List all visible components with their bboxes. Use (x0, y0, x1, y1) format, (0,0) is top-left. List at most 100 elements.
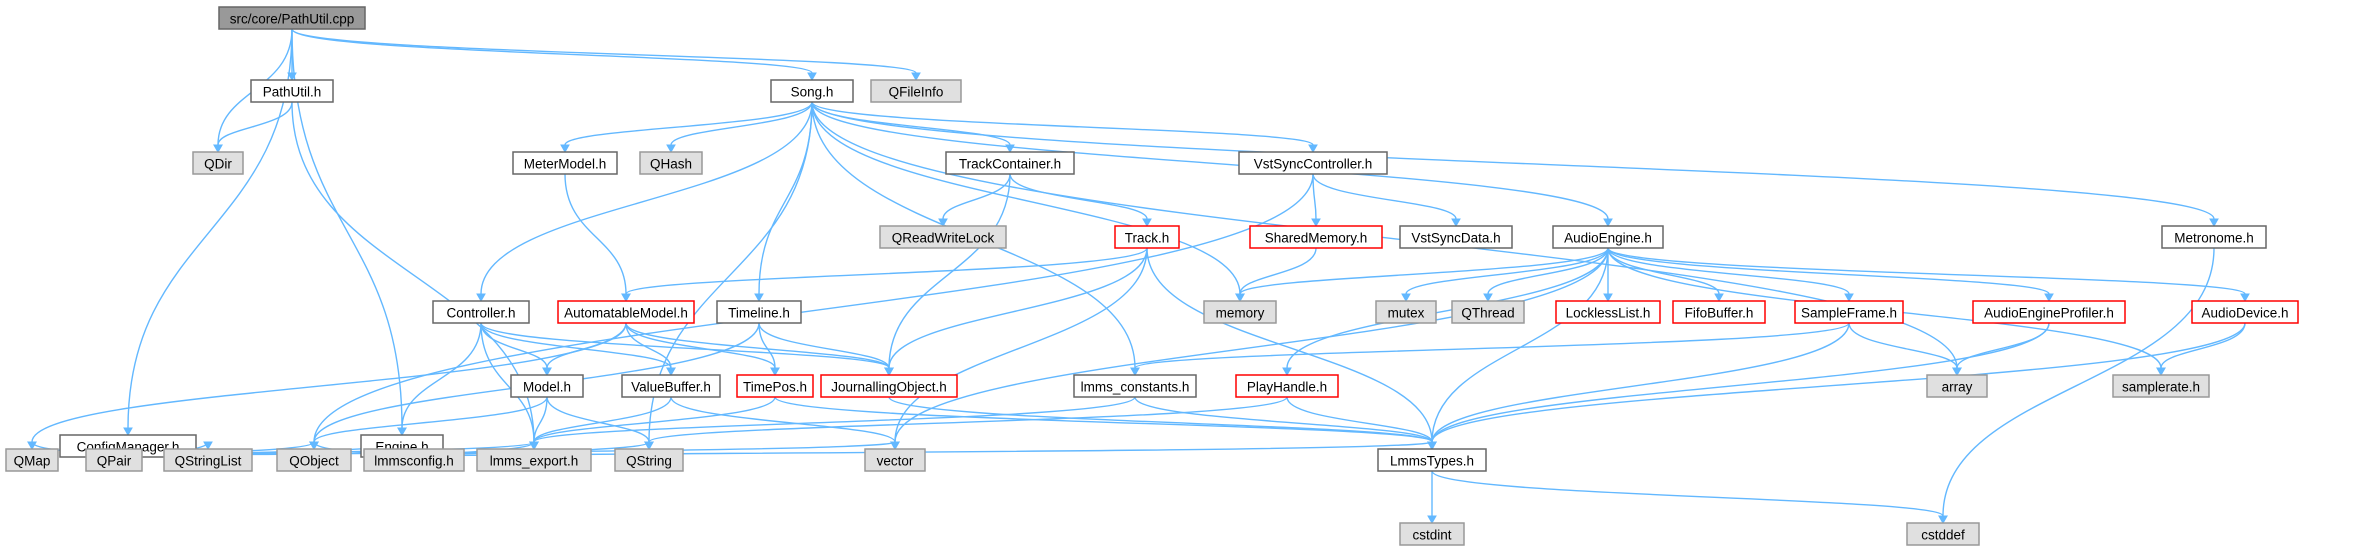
edge-line (670, 396, 896, 443)
node-box (1555, 300, 1661, 324)
node-journallingobject-h[interactable]: JournallingObject.h (820, 374, 958, 398)
node-locklesslist-h[interactable]: LocklessList.h (1555, 300, 1661, 324)
node-timepos-h[interactable]: TimePos.h (736, 374, 814, 398)
arrowhead-icon (1282, 367, 1292, 377)
arrowhead-icon (644, 441, 654, 451)
node-box (1794, 300, 1904, 324)
node-box (945, 151, 1075, 175)
node-label: src/core/PathUtil.cpp (230, 12, 355, 27)
node-label: vector (877, 454, 914, 469)
node-label: QHash (650, 157, 692, 172)
node-src-core-pathutil-cpp[interactable]: src/core/PathUtil.cpp (218, 6, 366, 30)
node-box (5, 448, 59, 472)
dependency-edge-song-h-to-audioengine-h (811, 101, 1613, 228)
node-box (1235, 374, 1339, 398)
dependency-edge-audioengine-h-to-playhandle-h (1282, 247, 1609, 377)
edge-line (401, 322, 482, 429)
node-box (363, 448, 465, 472)
node-sampleframe-h[interactable]: SampleFrame.h (1794, 300, 1904, 324)
edge-line (1431, 322, 2246, 443)
node-audioengineprofiler-h[interactable]: AudioEngineProfiler.h (1972, 300, 2126, 324)
edge-line (1431, 470, 1944, 517)
arrowhead-icon (1308, 144, 1318, 154)
dependency-edge-timeline-h-to-journallingobject-h (758, 322, 894, 377)
dependency-edge-audioengine-h-to-fifobuffer-h (1607, 247, 1724, 303)
node-box (870, 79, 962, 103)
arrowhead-icon (529, 441, 539, 451)
dependency-edge-sampleframe-h-to-lmmstypes-h (1427, 322, 1850, 451)
edge-line (533, 396, 548, 443)
node-lmms-export-h: lmms_export.h (476, 448, 592, 472)
node-trackcontainer-h[interactable]: TrackContainer.h (945, 151, 1075, 175)
edge-line (533, 396, 1136, 443)
node-valuebuffer-h[interactable]: ValueBuffer.h (621, 374, 721, 398)
dependency-edge-song-h-to-qhash (666, 101, 813, 154)
dependency-edge-timeline-h-to-timepos-h (758, 322, 780, 377)
edge-line (942, 173, 1011, 220)
edge-line (1405, 247, 1609, 295)
arrowhead-icon (621, 293, 631, 303)
node-label: LocklessList.h (1566, 306, 1651, 321)
dependency-edge-audioengine-h-to-audiodevice-h (1607, 247, 2250, 303)
node-box (1073, 374, 1197, 398)
edge-line (1312, 173, 1457, 220)
node-memory: memory (1203, 300, 1277, 324)
node-pathutil-h[interactable]: PathUtil.h (250, 79, 334, 103)
arrowhead-icon (890, 441, 900, 451)
node-song-h[interactable]: Song.h (770, 79, 854, 103)
node-box (2112, 374, 2210, 398)
node-metronome-h[interactable]: Metronome.h (2161, 225, 2267, 249)
node-label: TrackContainer.h (959, 157, 1061, 172)
edge-line (811, 101, 1609, 220)
edge-line (1487, 247, 1609, 295)
node-box (736, 374, 814, 398)
arrowhead-icon (1844, 293, 1854, 303)
node-lmmsconfig-h: lmmsconfig.h (363, 448, 465, 472)
arrowhead-icon (1235, 293, 1245, 303)
node-vstsyncdata-h[interactable]: VstSyncData.h (1399, 225, 1513, 249)
edge-line (1607, 247, 1720, 295)
node-label: cstdint (1412, 528, 1451, 543)
node-track-h[interactable]: Track.h (1114, 225, 1180, 249)
node-qthread: QThread (1451, 300, 1525, 324)
node-audioengine-h[interactable]: AudioEngine.h (1552, 225, 1664, 249)
node-metermodel-h[interactable]: MeterModel.h (512, 151, 618, 175)
arrowhead-icon (2044, 293, 2054, 303)
node-label: QDir (204, 157, 232, 172)
edge-line (291, 28, 917, 74)
node-automatablemodel-h[interactable]: AutomatableModel.h (557, 300, 695, 324)
node-box (1399, 225, 1513, 249)
node-playhandle-h[interactable]: PlayHandle.h (1235, 374, 1339, 398)
node-model-h[interactable]: Model.h (510, 374, 584, 398)
dependency-edge-controller-h-to-engine-h (397, 322, 482, 437)
arrowhead-icon (397, 427, 407, 437)
arrowhead-icon (911, 72, 921, 82)
dependency-edge-vstsynccontroller-h-to-vstsyncdata-h (1312, 173, 1461, 228)
node-fifobuffer-h[interactable]: FifoBuffer.h (1672, 300, 1766, 324)
node-lmmstypes-h[interactable]: LmmsTypes.h (1377, 448, 1487, 472)
node-sharedmemory-h[interactable]: SharedMemory.h (1249, 225, 1383, 249)
arrowhead-icon (1130, 367, 1140, 377)
node-timeline-h[interactable]: Timeline.h (716, 300, 802, 324)
dependency-edge-sampleframe-h-to-lmms-constants-h (1130, 322, 1850, 377)
node-label: lmmsconfig.h (374, 454, 454, 469)
node-controller-h[interactable]: Controller.h (432, 300, 530, 324)
dependency-edge-controller-h-to-valuebuffer-h (480, 322, 676, 377)
node-lmms-constants-h[interactable]: lmms_constants.h (1073, 374, 1197, 398)
dependency-edge-pathutil-h-to-qdir (213, 101, 293, 154)
node-box (512, 151, 618, 175)
edge-line (1942, 247, 2215, 517)
node-audiodevice-h[interactable]: AudioDevice.h (2191, 300, 2299, 324)
node-label: AudioEngine.h (1564, 231, 1652, 246)
node-samplerate-h: samplerate.h (2112, 374, 2210, 398)
node-box (716, 300, 802, 324)
edge-line (313, 396, 548, 443)
dependency-edge-song-h-to-metronome-h (811, 101, 2219, 228)
node-vstsynccontroller-h[interactable]: VstSyncController.h (1238, 151, 1388, 175)
node-box (1203, 300, 1277, 324)
arrowhead-icon (309, 441, 319, 451)
node-label: mutex (1388, 306, 1425, 321)
edge-line (480, 322, 548, 369)
arrowhead-icon (1938, 515, 1948, 525)
